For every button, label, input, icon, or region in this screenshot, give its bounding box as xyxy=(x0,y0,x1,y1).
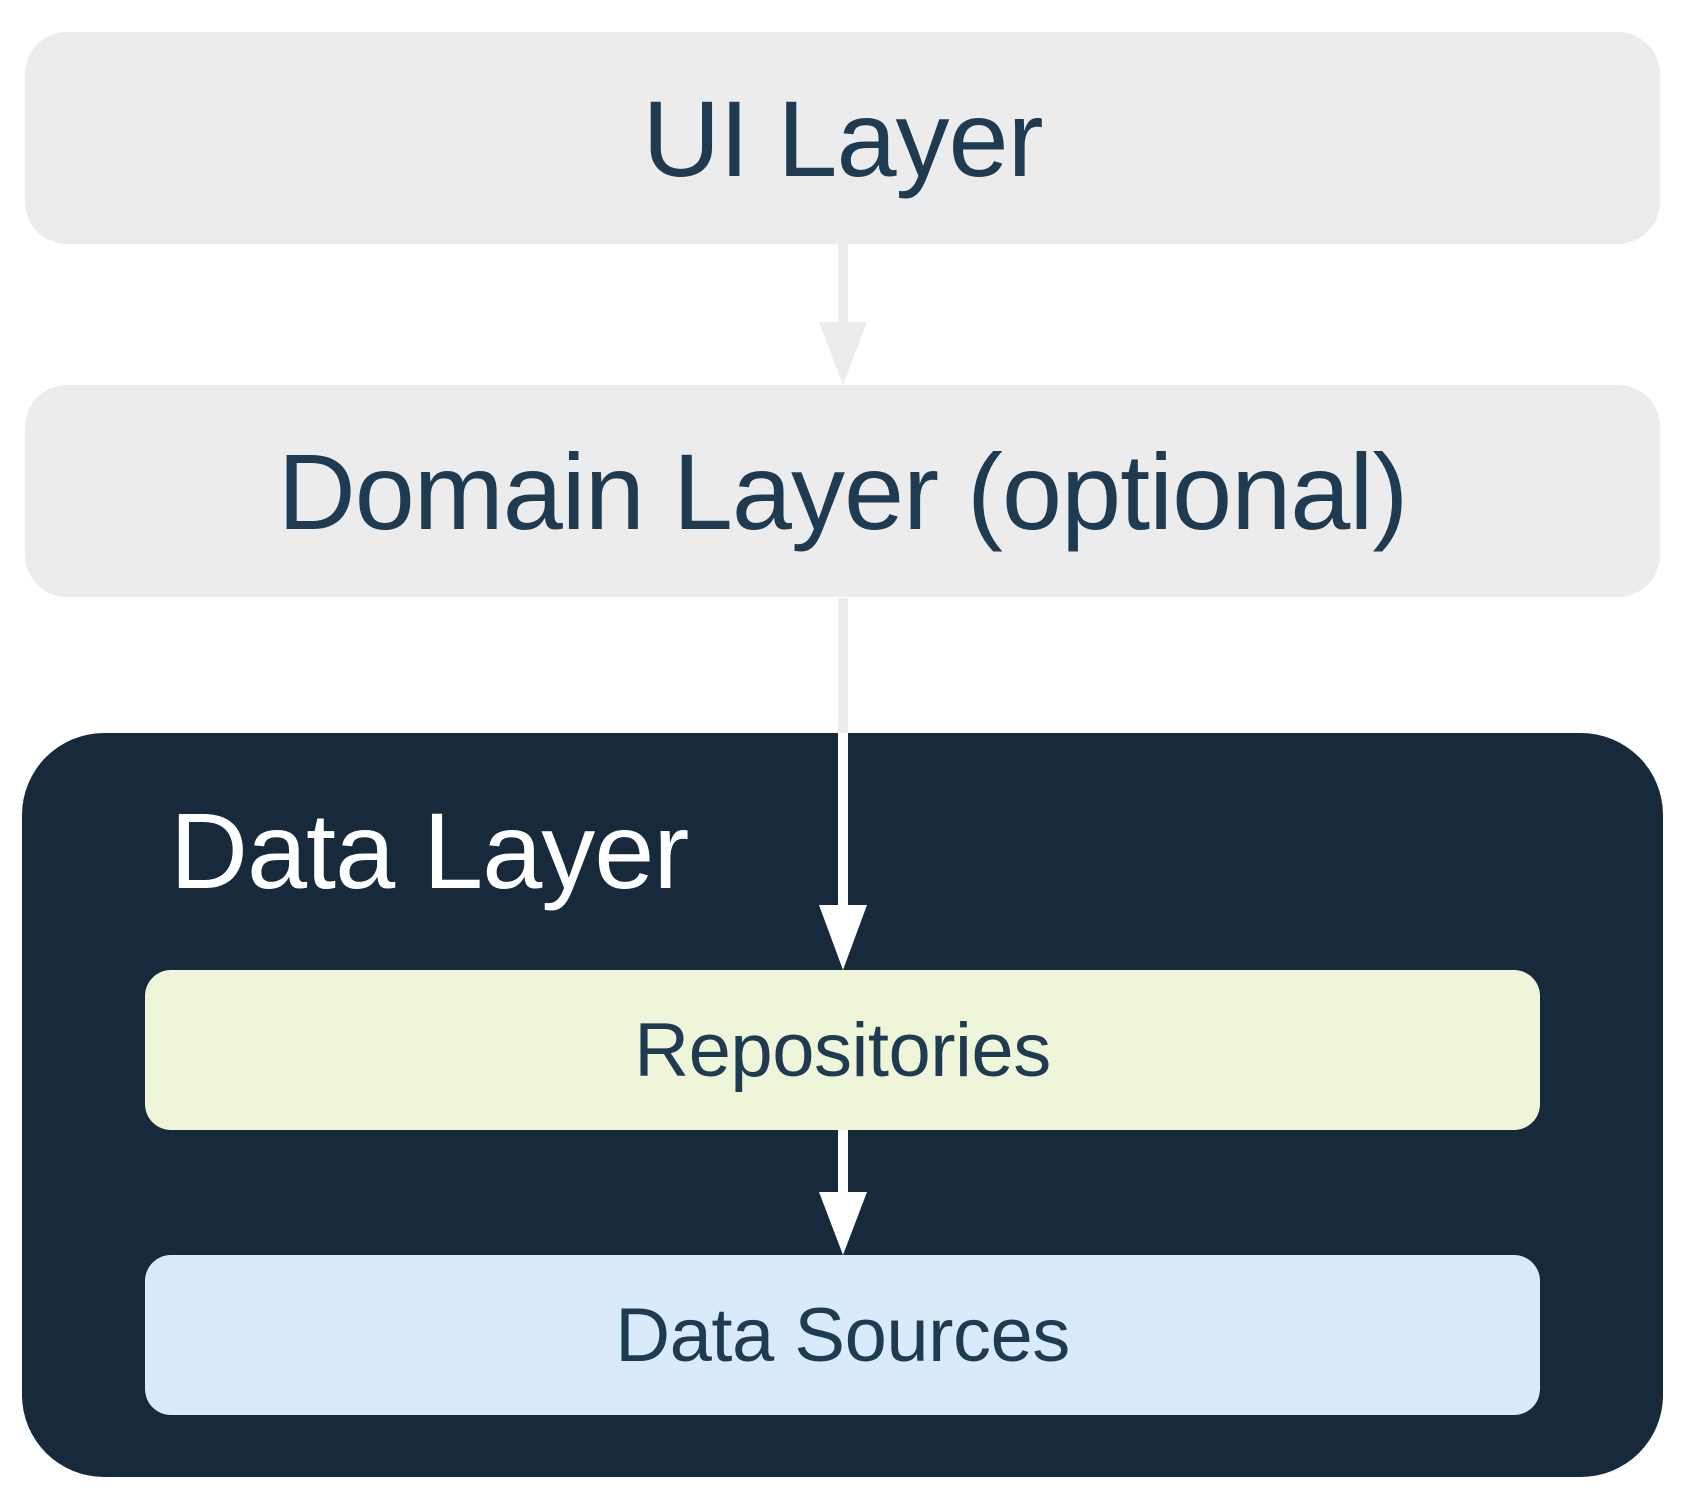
arrow-shaft xyxy=(838,1130,848,1194)
ui-layer-box: UI Layer xyxy=(25,32,1660,244)
arrow-repositories-to-data-sources xyxy=(819,1130,867,1255)
arrow-domain-to-repositories xyxy=(819,598,867,970)
ui-layer-label: UI Layer xyxy=(642,77,1043,199)
arrow-head-icon xyxy=(819,1192,867,1255)
repositories-label: Repositories xyxy=(634,1007,1051,1093)
arrow-shaft xyxy=(838,598,848,733)
domain-layer-box: Domain Layer (optional) xyxy=(25,385,1660,597)
domain-layer-label: Domain Layer (optional) xyxy=(277,430,1409,552)
arrow-shaft xyxy=(838,244,848,324)
data-sources-label: Data Sources xyxy=(615,1292,1070,1378)
data-layer-label: Data Layer xyxy=(170,790,689,911)
data-sources-box: Data Sources xyxy=(145,1255,1540,1415)
arrow-shaft xyxy=(838,733,848,907)
arrow-head-icon xyxy=(819,322,867,385)
repositories-box: Repositories xyxy=(145,970,1540,1130)
arrow-head-icon xyxy=(819,905,867,970)
arrow-ui-to-domain xyxy=(819,244,867,385)
